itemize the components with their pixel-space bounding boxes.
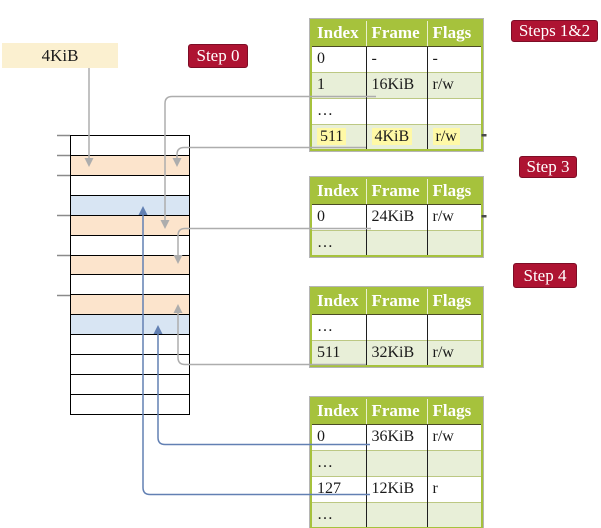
index-cell: 0: [311, 203, 366, 230]
memory-row-plain: [71, 355, 189, 376]
flags-cell: r/w: [426, 71, 482, 98]
index-cell: …: [311, 501, 366, 528]
frame-cell: 24KiB: [365, 203, 427, 230]
column-header: Frame: [365, 288, 427, 315]
table-row: 0 - -: [311, 45, 482, 72]
frame-cell: 32KiB: [365, 339, 427, 366]
step-3-label: Step 3: [519, 156, 577, 178]
step-0-label: Step 0: [188, 44, 248, 68]
column-header: Index: [311, 178, 366, 205]
memory-row-data: [71, 195, 189, 216]
column-header: Frame: [365, 398, 427, 425]
column-header: Frame: [365, 20, 427, 47]
frame-cell: [365, 449, 427, 476]
memory-tick-marks: [57, 134, 70, 297]
index-cell: …: [311, 97, 366, 124]
flags-cell: -: [426, 45, 482, 72]
frame-cell: -: [365, 45, 427, 72]
flags-cell: [426, 97, 482, 124]
table-row: …: [311, 229, 482, 256]
frame-cell: [365, 313, 427, 340]
frame-size-box: 4KiB: [2, 43, 118, 68]
table-row: 511 32KiB r/w: [311, 339, 482, 366]
frame-size-label: 4KiB: [41, 46, 79, 65]
highlight-mark: 4KiB: [371, 127, 413, 145]
table-row: …: [311, 97, 482, 124]
flags-cell: r/w: [426, 123, 482, 150]
frame-cell: 12KiB: [365, 475, 427, 502]
table-row: 0 36KiB r/w: [311, 423, 482, 450]
frame-cell: 36KiB: [365, 423, 427, 450]
table-row: …: [311, 449, 482, 476]
memory-row-plain: [71, 175, 189, 196]
memory-row-table: [71, 155, 189, 176]
frame-cell: 4KiB: [365, 123, 427, 150]
table-row: …: [311, 313, 482, 340]
column-header: Flags: [426, 178, 482, 205]
table-row: 1 16KiB r/w: [311, 71, 482, 98]
frame-cell: 16KiB: [365, 71, 427, 98]
flags-cell: [426, 449, 482, 476]
column-header: Index: [311, 20, 366, 47]
column-header: Frame: [365, 178, 427, 205]
index-cell: …: [311, 313, 366, 340]
flags-cell: r/w: [426, 423, 482, 450]
column-header: Flags: [426, 398, 482, 425]
highlight-mark: r/w: [432, 127, 460, 145]
index-cell: 511: [311, 123, 366, 150]
page-table-step-4: Index Frame Flags … 511 32KiB r/w: [309, 286, 484, 368]
table-header-row: Index Frame Flags: [311, 288, 482, 315]
frame-cell: [365, 229, 427, 256]
steps-1-2-label: Steps 1&2: [511, 20, 598, 42]
table-header-row: Index Frame Flags: [311, 178, 482, 205]
memory-row-data: [71, 315, 189, 336]
flags-cell: r: [426, 475, 482, 502]
page-table-steps-1-2: Index Frame Flags 0 - - 1 16KiB r/w … 51…: [309, 18, 484, 152]
step-4-label: Step 4: [513, 263, 577, 288]
index-cell: 127: [311, 475, 366, 502]
flags-cell: r/w: [426, 339, 482, 366]
frame-cell: [365, 97, 427, 124]
memory-row-table: [71, 255, 189, 276]
page-table-leaf: Index Frame Flags 0 36KiB r/w … 127 12Ki…: [309, 396, 484, 528]
column-header: Index: [311, 288, 366, 315]
flags-cell: [426, 313, 482, 340]
memory-row-plain: [71, 235, 189, 256]
memory-row-plain: [71, 136, 189, 156]
flags-cell: [426, 229, 482, 256]
memory-row-plain: [71, 275, 189, 296]
frame-cell: [365, 501, 427, 528]
flags-cell: [426, 501, 482, 528]
table-row: 0 24KiB r/w: [311, 203, 482, 230]
page-table-step-3: Index Frame Flags 0 24KiB r/w …: [309, 176, 484, 258]
table-row: 127 12KiB r: [311, 475, 482, 502]
table-row-highlighted: 511 4KiB r/w: [311, 123, 482, 150]
memory-row-plain: [71, 394, 189, 414]
column-header: Flags: [426, 288, 482, 315]
memory-row-table: [71, 215, 189, 236]
index-cell: 0: [311, 45, 366, 72]
column-header: Index: [311, 398, 366, 425]
table-header-row: Index Frame Flags: [311, 20, 482, 47]
index-cell: 0: [311, 423, 366, 450]
index-cell: …: [311, 229, 366, 256]
memory-row-table: [71, 295, 189, 316]
column-header: Flags: [426, 20, 482, 47]
table-row: …: [311, 501, 482, 528]
memory-row-plain: [71, 335, 189, 356]
index-cell: …: [311, 449, 366, 476]
highlight-mark: 511: [317, 127, 347, 145]
memory-row-plain: [71, 375, 189, 395]
physical-memory-column: [70, 135, 190, 415]
index-cell: 511: [311, 339, 366, 366]
flags-cell: r/w: [426, 203, 482, 230]
table-header-row: Index Frame Flags: [311, 398, 482, 425]
index-cell: 1: [311, 71, 366, 98]
